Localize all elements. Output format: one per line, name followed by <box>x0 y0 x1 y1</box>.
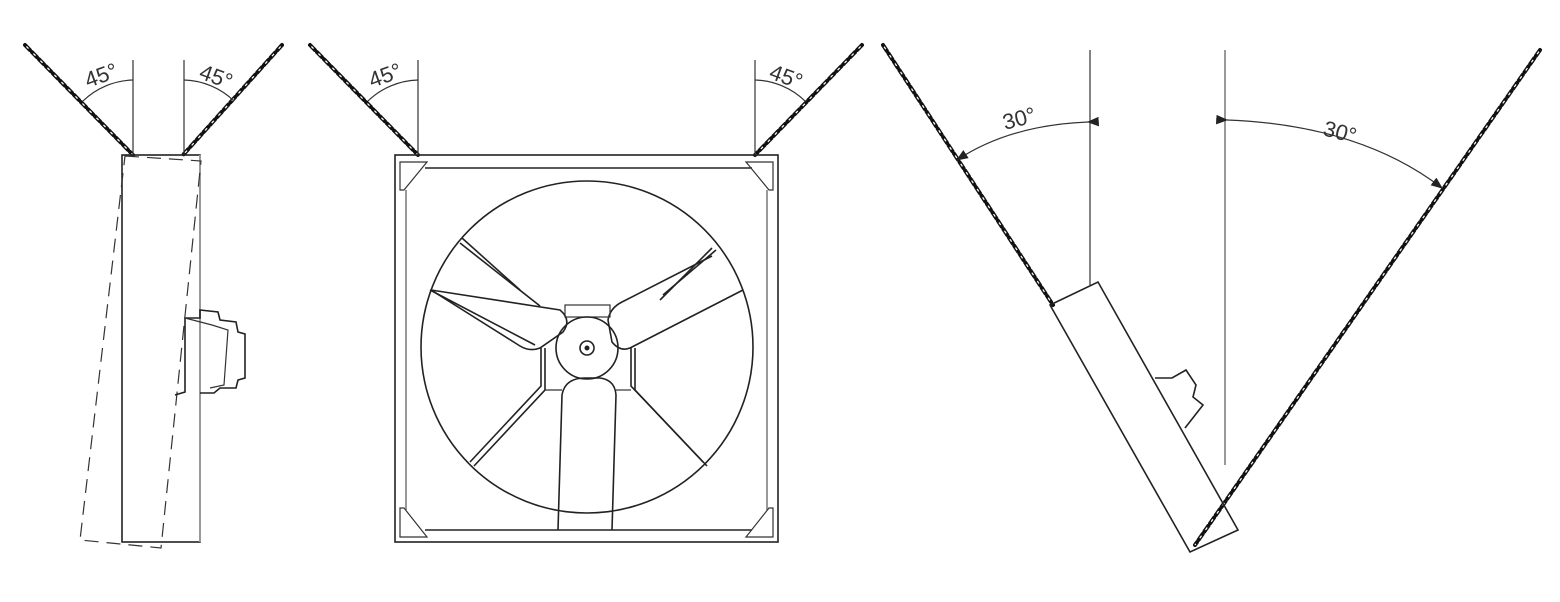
chain-right <box>753 43 864 157</box>
motor <box>1155 368 1205 429</box>
angle-arc <box>367 79 419 102</box>
angle-arc <box>82 79 134 102</box>
fan-housing <box>1048 280 1240 554</box>
hub <box>555 316 619 380</box>
tilted-housing-outline <box>79 155 202 549</box>
angle-label: 30° <box>1321 116 1360 149</box>
fan-blades <box>429 237 744 531</box>
angle-arc <box>1216 114 1443 189</box>
side-view: 45° 45° <box>23 43 284 549</box>
angle-label: 45° <box>81 58 121 93</box>
chain-left <box>23 43 135 157</box>
struts <box>469 348 708 467</box>
fan-housing <box>121 154 201 543</box>
angle-label: 30° <box>1000 102 1039 135</box>
angle-label: 45° <box>766 59 806 94</box>
angle-arc <box>955 116 1099 161</box>
motor <box>174 309 246 396</box>
tilted-view: 30° 30° <box>881 43 1542 554</box>
angle-label: 45° <box>196 59 236 94</box>
motor-detail <box>184 317 229 389</box>
shaft-center <box>584 345 590 351</box>
front-view: 45° 45° <box>308 43 864 543</box>
fan-ring <box>420 180 754 514</box>
corner-brackets <box>399 161 774 538</box>
angle-arc <box>754 79 806 102</box>
angle-arc <box>183 79 235 102</box>
chain-left <box>308 43 420 157</box>
shaft-icon <box>579 340 595 356</box>
chain-right <box>1193 48 1542 547</box>
angle-label: 45° <box>365 58 405 93</box>
chain-left <box>881 43 1055 307</box>
fan-frame <box>394 154 779 543</box>
